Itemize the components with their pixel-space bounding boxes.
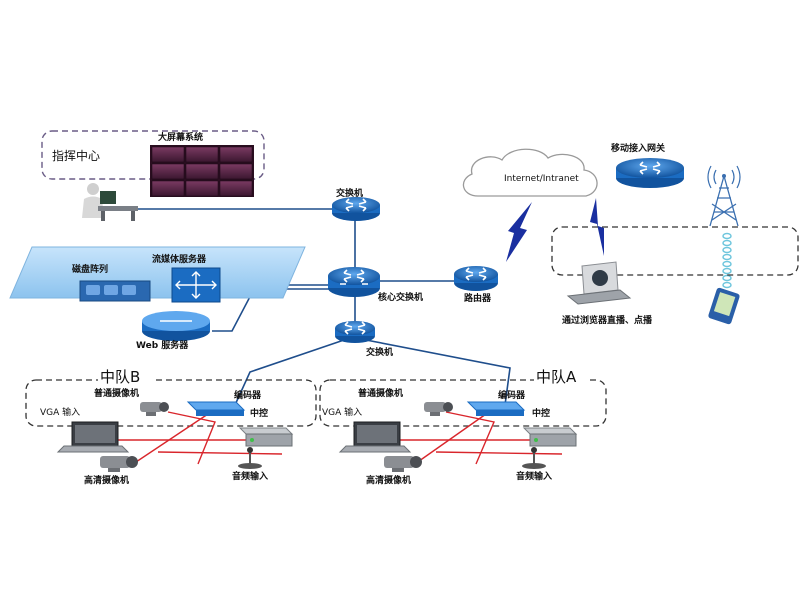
squad-b-label: 中队B xyxy=(100,368,140,386)
disk-array-label: 磁盘阵列 xyxy=(72,263,108,275)
web-server-icon xyxy=(142,311,210,341)
antenna-tower-icon xyxy=(707,165,741,227)
squad-a-audio-label: 音频输入 xyxy=(516,470,552,482)
link-core-web xyxy=(212,288,330,332)
router-label: 路由器 xyxy=(464,292,492,304)
squad-a-camera-icon xyxy=(424,402,453,416)
squad-b-red-line-3 xyxy=(129,413,209,467)
internet-label: Internet/Intranet xyxy=(504,174,579,184)
squad-b-label-bg xyxy=(98,368,156,386)
squad-a-encoder-icon xyxy=(466,401,526,416)
squad-b-controller-label: 中控 xyxy=(250,407,268,419)
link-switch-squad-a xyxy=(365,339,511,406)
core-switch-label: 核心交换机 xyxy=(378,291,423,303)
squad-a-hd-camera-label: 高清摄像机 xyxy=(366,474,411,486)
squad-b-lines xyxy=(118,411,283,467)
lightning-router-icon xyxy=(506,202,532,262)
video-wall xyxy=(150,145,254,197)
router-icon xyxy=(454,266,498,291)
wireless-signal-icon xyxy=(722,232,732,289)
lightning-icons xyxy=(506,198,604,262)
media-server-label: 流媒体服务器 xyxy=(152,253,207,265)
operator-desk-icon xyxy=(82,183,138,221)
squad-a-red-line-2 xyxy=(435,451,563,455)
squad-b-camera-label: 普通摄像机 xyxy=(94,387,139,399)
mobile-gateway-label: 移动接入网关 xyxy=(611,142,665,154)
web-server-label: Web 服务器 xyxy=(136,339,189,351)
big-screen-label: 大屏幕系统 xyxy=(158,131,203,143)
top-switch-icon xyxy=(332,197,380,221)
squad-b-laptop-icon xyxy=(56,421,130,453)
squad-a-controller-icon xyxy=(522,427,578,447)
squad-b-red-line-4 xyxy=(167,411,216,465)
squad-b-audio-label: 音频输入 xyxy=(232,470,268,482)
browser-laptop-icon xyxy=(566,261,632,305)
disk-array-icon xyxy=(79,280,151,302)
squad-b-hd-camera-label: 高清摄像机 xyxy=(84,474,129,486)
remote-access-zone xyxy=(551,226,799,276)
squad-a-red-line-4 xyxy=(445,411,495,465)
core-switch-icon xyxy=(328,267,380,297)
squad-a-camera-label: 普通摄像机 xyxy=(358,387,403,399)
squad-b-controller-icon xyxy=(238,427,294,447)
squad-a-hd-camera-icon xyxy=(384,456,422,472)
squad-b-camera-icon xyxy=(140,402,169,416)
squad-b-hd-camera-icon xyxy=(100,456,138,472)
squad-a-vga-label: VGA 输入 xyxy=(322,406,362,418)
squad-a-zone xyxy=(319,379,607,427)
media-server-icon xyxy=(171,267,221,303)
squad-a-red-line-3 xyxy=(411,413,487,467)
squad-a-label: 中队A xyxy=(536,368,577,386)
mobile-gateway-icon xyxy=(616,158,684,188)
squad-a-encoder-label: 编码器 xyxy=(498,389,526,401)
squad-a-controller-label: 中控 xyxy=(532,407,550,419)
squad-b-microphone-icon xyxy=(238,447,262,469)
command-center-label: 指挥中心 xyxy=(52,148,100,163)
squad-b-vga-label: VGA 输入 xyxy=(40,406,80,418)
squad-b-encoder-label: 编码器 xyxy=(234,389,262,401)
mobile-device-icon xyxy=(708,287,740,325)
squad-a-laptop-icon xyxy=(338,421,412,453)
top-switch-label: 交换机 xyxy=(336,187,363,199)
internet-cloud-icon xyxy=(462,148,598,197)
squad-b-zone xyxy=(25,379,317,427)
bottom-switch-icon xyxy=(335,321,375,343)
squad-a-label-bg xyxy=(534,368,590,386)
squad-b-encoder-icon xyxy=(186,401,246,416)
squad-b-red-line-2 xyxy=(157,451,283,455)
squad-a-microphone-icon xyxy=(522,447,546,469)
lightning-browser-icon xyxy=(590,198,604,256)
bottom-switch-label: 交换机 xyxy=(366,346,393,358)
network-links xyxy=(138,208,511,406)
squad-a-lines xyxy=(400,411,563,467)
link-switch-squad-b xyxy=(234,339,345,406)
browser-live-label: 通过浏览器直播、点播 xyxy=(562,314,653,326)
